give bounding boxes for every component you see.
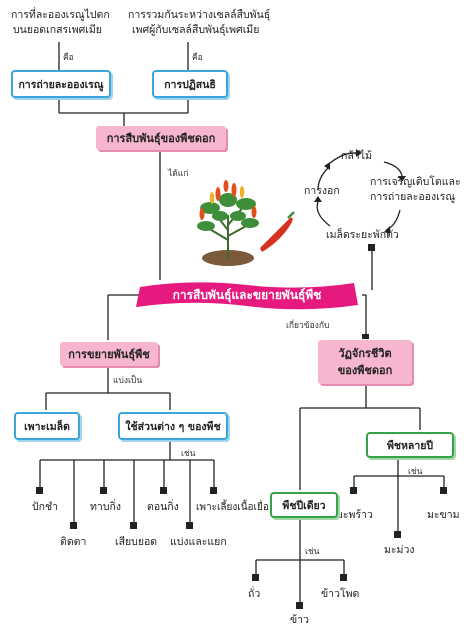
annual-box: พืชปีเดียว [270, 492, 338, 518]
method-approach-grafting: ทาบกิ่ง [90, 501, 121, 513]
life-cycle-title-line2: ของพืชดอก [337, 364, 393, 377]
divided-label: แบ่งเป็น [113, 376, 143, 386]
pollination-box: การถ่ายละอองเรณู [11, 70, 111, 98]
central-banner [136, 282, 358, 310]
perennial-box: พืชหลายปี [366, 432, 454, 458]
fertilization-definition-line2: เพศผู้กับเซลล์สืบพันธุ์เพศเมีย [132, 24, 260, 36]
examples-label: เช่น [181, 449, 196, 459]
seed-method-box: เพาะเมล็ด [14, 412, 80, 440]
is-label-right: คือ [192, 53, 203, 63]
method-cutting: ปักชำ [32, 501, 59, 513]
annual-eg-label: เช่น [305, 547, 320, 557]
method-layering: ตอนกิ่ง [147, 501, 179, 513]
plant-part-method-box: ใช้ส่วนต่าง ๆ ของพืช [118, 412, 228, 440]
life-cycle-title-line1: วัฏจักรชีวิต [338, 347, 392, 360]
perennial-eg-label: เช่น [408, 467, 423, 477]
pollination-definition-line2: บนยอดเกสรเพศเมีย [13, 24, 102, 36]
annual-corn: ข้าวโพด [321, 588, 360, 600]
perennial-tamarind: มะขาม [427, 509, 460, 521]
perennial-coconut: มะพร้าว [336, 509, 373, 521]
cycle-dormant-seed: เมล็ดระยะพักตัว [326, 229, 399, 241]
chili-plant-illustration [197, 180, 295, 266]
pollination-definition-line1: การที่ละอองเรณูไปตก [11, 9, 110, 21]
flower-reproduction-box: การสืบพันธุ์ของพืชดอก [96, 126, 226, 150]
cycle-growth-line2: การถ่ายละอองเรณู [370, 191, 456, 203]
is-label-left: คือ [63, 53, 74, 63]
include-label: ได้แก่ [168, 169, 189, 179]
cycle-growth-line1: การเจริญเติบโตและ [370, 176, 461, 188]
cycle-germination: การงอก [304, 185, 340, 197]
propagation-box: การขยายพันธุ์พืช [60, 342, 158, 366]
related-label: เกี่ยวข้องกับ [286, 321, 330, 331]
method-budding: ติดตา [60, 536, 87, 548]
fertilization-box: การปฏิสนธิ [152, 70, 228, 98]
perennial-mango: มะม่วง [384, 544, 415, 556]
annual-rice: ข้าว [290, 614, 309, 626]
cycle-seedling: กล้าไม้ [341, 150, 372, 162]
fertilization-definition-line1: การรวมกันระหว่างเซลล์สืบพันธุ์ [128, 9, 271, 21]
method-division: แบ่งและแยก [170, 536, 227, 548]
central-banner-text: การสืบพันธุ์และขยายพันธุ์พืช [172, 287, 322, 302]
method-tissue-culture: เพาะเลี้ยงเนื้อเยื่อ [196, 502, 269, 513]
annual-bean: ถั่ว [248, 588, 261, 600]
life-cycle-box: วัฏจักรชีวิต ของพืชดอก [318, 340, 412, 384]
method-cleft-grafting: เสียบยอด [115, 536, 158, 548]
